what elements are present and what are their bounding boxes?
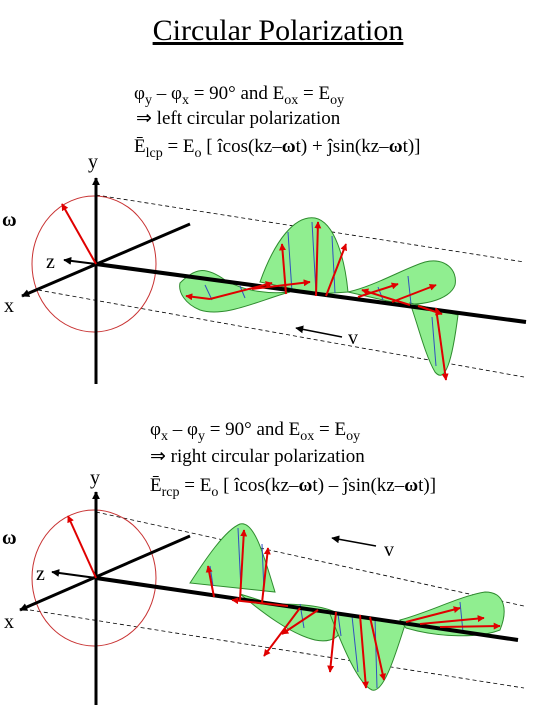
bottom-y-label: y <box>90 467 100 489</box>
bottom-field-vectors <box>67 515 501 689</box>
top-z-axis-arrow <box>63 256 97 265</box>
page-title: Circular Polarization <box>153 14 404 47</box>
top-v-label: v <box>348 327 358 349</box>
top-polarization-type: ⇒ left circular polarization <box>136 108 341 129</box>
top-field-vectors <box>61 203 449 381</box>
bottom-z-label: z <box>36 563 45 585</box>
bottom-wave-lobe-down <box>329 613 407 691</box>
top-panel: φy – φx = 90° and Eox = Eoy ⇒ left circu… <box>2 83 527 384</box>
top-wave-lobe-up <box>259 217 349 295</box>
bottom-phase-equation: φx – φy = 90° and Eox = Eoy <box>150 419 360 444</box>
top-guide-lines <box>37 194 525 378</box>
top-z-label: z <box>46 251 55 273</box>
bottom-polarization-type: ⇒ right circular polarization <box>150 446 365 467</box>
bottom-axes <box>19 491 519 705</box>
top-x-label: x <box>4 295 14 317</box>
bottom-panel: φx – φy = 90° and Eox = Eoy ⇒ right circ… <box>2 419 525 705</box>
bottom-z-axis-arrow <box>51 569 97 579</box>
top-x-axis <box>21 222 191 298</box>
top-rotation-circle <box>31 195 157 333</box>
bottom-x-axis <box>19 534 191 612</box>
top-wave-hatching <box>204 221 437 367</box>
top-propagation-axis <box>95 262 527 324</box>
top-phase-equation: φy – φx = 90° and Eox = Eoy <box>134 83 344 108</box>
bottom-field-equation: Ērcp = Eo [ îcos(kz–ωt) – ĵsin(kz–ωt)] <box>150 475 436 500</box>
bottom-v-label: v <box>384 539 394 561</box>
bottom-x-label: x <box>4 611 14 633</box>
top-omega-label: ω <box>2 209 17 231</box>
bottom-omega-label: ω <box>2 527 17 549</box>
top-axes <box>21 177 527 384</box>
bottom-guide-lines <box>29 511 525 689</box>
top-field-equation: Ēlcp = Eo [ îcos(kz–ωt) + ĵsin(kz–ωt)] <box>134 136 421 161</box>
top-velocity-arrow <box>295 325 343 338</box>
top-omega-vector <box>61 203 97 265</box>
bottom-omega-vector <box>67 515 97 579</box>
bottom-rotation-circle <box>31 509 157 647</box>
top-y-label: y <box>88 151 98 173</box>
bottom-velocity-arrow <box>331 535 377 547</box>
bottom-wave <box>189 523 505 691</box>
bottom-propagation-axis <box>95 576 519 642</box>
